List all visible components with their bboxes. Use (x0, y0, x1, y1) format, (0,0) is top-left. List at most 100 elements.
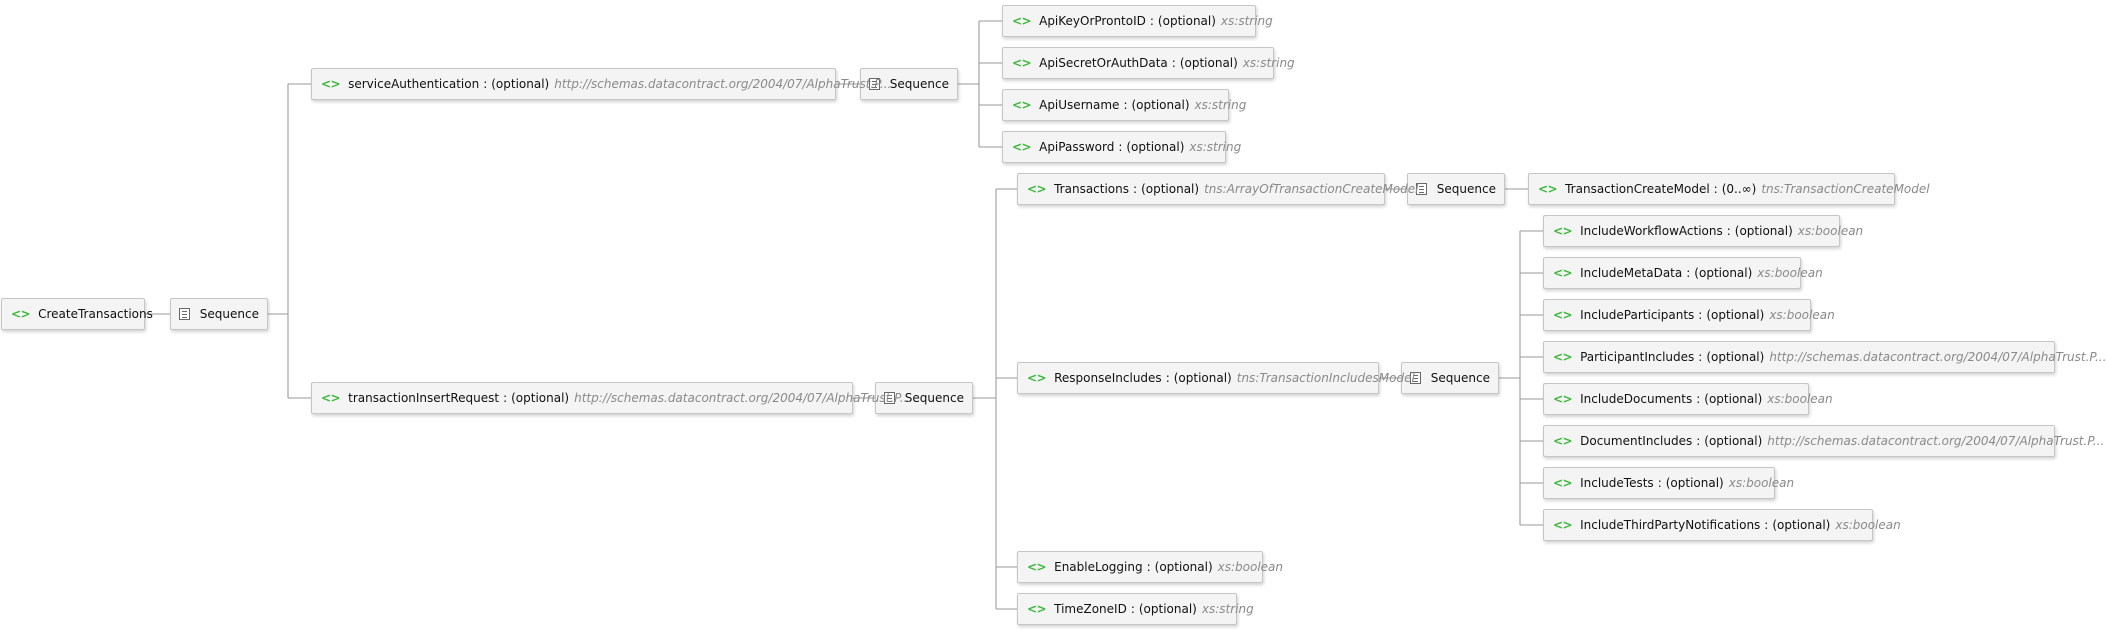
element-icon: <> (1027, 602, 1047, 616)
sequence-node-transaction-insert-request[interactable]: Sequence (875, 382, 973, 414)
separator: : (1118, 140, 1123, 154)
element-node-transaction-insert-request[interactable]: <> transactionInsertRequest:(optional)ht… (311, 382, 911, 414)
element-icon: <> (1553, 266, 1573, 280)
element-node-service-authentication[interactable]: <> serviceAuthentication:(optional)http:… (311, 68, 891, 100)
element-icon: <> (1553, 392, 1573, 406)
element-name: TimeZoneID (1054, 602, 1127, 616)
sequence-icon (1410, 372, 1421, 384)
element-node-api-password[interactable]: <> ApiPassword:(optional)xs:string (1002, 131, 1241, 163)
separator: : (1698, 350, 1703, 364)
element-node-timezone-id[interactable]: <> TimeZoneID:(optional)xs:string (1017, 593, 1254, 625)
element-occurrence: (optional) (1157, 14, 1216, 28)
element-icon: <> (1027, 560, 1047, 574)
element-node-include-documents[interactable]: <> IncludeDocuments:(optional) xs:boolean (1543, 383, 1833, 415)
element-name: CreateTransactions (38, 307, 153, 321)
element-occurrence: (optional) (1704, 434, 1763, 448)
element-type: xs:boolean (1769, 308, 1835, 322)
element-icon: <> (1012, 56, 1032, 70)
sequence-node-response-includes[interactable]: Sequence (1401, 362, 1499, 394)
element-occurrence: (optional) (1154, 560, 1213, 574)
element-name: DocumentIncludes (1580, 434, 1693, 448)
element-occurrence: (optional) (1179, 56, 1238, 70)
element-type: xs:string (1189, 140, 1242, 154)
element-icon: <> (1553, 350, 1573, 364)
element-name: ApiPassword (1039, 140, 1115, 154)
element-icon: <> (11, 307, 31, 321)
element-type: tns:ArrayOfTransactionCreateModel (1204, 182, 1419, 196)
separator: : (1686, 266, 1691, 280)
element-type: xs:string (1242, 56, 1295, 70)
element-type: xs:boolean (1217, 560, 1284, 574)
separator: : (483, 77, 488, 91)
sequence-icon (869, 78, 880, 90)
element-name: IncludeDocuments (1580, 392, 1693, 406)
element-name: TransactionCreateModel (1565, 182, 1710, 196)
element-node-enable-logging[interactable]: <> EnableLogging:(optional)xs:boolean (1017, 551, 1283, 583)
element-icon: <> (1012, 98, 1032, 112)
element-node-include-meta-data[interactable]: <> IncludeMetaData:(optional) xs:boolean (1543, 257, 1823, 289)
separator: : (1657, 476, 1662, 490)
element-icon: <> (1012, 140, 1032, 154)
element-type: xs:string (1220, 14, 1273, 28)
element-icon: <> (1012, 14, 1032, 28)
element-name: IncludeParticipants (1580, 308, 1695, 322)
element-icon: <> (1553, 434, 1573, 448)
element-icon: <> (1553, 308, 1573, 322)
element-name: IncludeWorkflowActions (1580, 224, 1723, 238)
element-type: xs:boolean (1757, 266, 1823, 280)
sequence-node-root[interactable]: Sequence (170, 298, 268, 330)
separator: : (1696, 434, 1701, 448)
element-node-create-transactions[interactable]: <> CreateTransactions (1, 298, 153, 330)
sequence-icon (179, 308, 190, 320)
separator: : (1123, 98, 1128, 112)
sequence-node-service-authentication[interactable]: Sequence (860, 68, 958, 100)
sequence-label: Sequence (1430, 371, 1490, 385)
element-node-transactions[interactable]: <> Transactions:(optional)tns:ArrayOfTra… (1017, 173, 1419, 205)
element-icon: <> (1553, 224, 1573, 238)
element-node-api-key[interactable]: <> ApiKeyOrProntoID:(optional)xs:string (1002, 5, 1273, 37)
separator: : (1696, 392, 1701, 406)
element-node-api-secret[interactable]: <> ApiSecretOrAuthData:(optional)xs:stri… (1002, 47, 1295, 79)
element-icon: <> (321, 77, 341, 91)
element-type: xs:boolean (1728, 476, 1795, 490)
element-node-include-third-party-notifications[interactable]: <> IncludeThirdPartyNotifications:(optio… (1543, 509, 1901, 541)
element-node-document-includes[interactable]: <> DocumentIncludes:(optional)http://sch… (1543, 425, 2104, 457)
element-type: xs:boolean (1767, 392, 1833, 406)
element-node-transaction-create-model[interactable]: <> TransactionCreateModel:(0..∞)tns:Tran… (1528, 173, 1930, 205)
separator: : (1165, 371, 1170, 385)
element-occurrence: (optional) (491, 77, 550, 91)
element-node-include-tests[interactable]: <> IncludeTests:(optional)xs:boolean (1543, 467, 1794, 499)
element-name: ApiUsername (1039, 98, 1120, 112)
element-occurrence: (optional) (1131, 98, 1190, 112)
element-name: IncludeMetaData (1580, 266, 1683, 280)
element-occurrence: (optional) (1772, 518, 1831, 532)
element-occurrence: (optional) (1665, 476, 1724, 490)
element-occurrence: (optional) (1734, 224, 1793, 238)
element-icon: <> (1538, 182, 1558, 196)
sequence-label: Sequence (904, 391, 964, 405)
element-node-participant-includes[interactable]: <> ParticipantIncludes:(optional)http://… (1543, 341, 2106, 373)
element-type: http://schemas.datacontract.org/2004/07/… (574, 391, 912, 405)
element-type: xs:boolean (1797, 224, 1864, 238)
element-node-response-includes[interactable]: <> ResponseIncludes:(optional)tns:Transa… (1017, 362, 1415, 394)
separator: : (1149, 14, 1154, 28)
sequence-label: Sequence (889, 77, 949, 91)
separator: : (1171, 56, 1176, 70)
element-occurrence: (optional) (1704, 392, 1763, 406)
separator: : (1764, 518, 1769, 532)
separator: : (1698, 308, 1703, 322)
sequence-icon (1416, 183, 1427, 195)
element-name: ParticipantIncludes (1580, 350, 1695, 364)
element-node-api-username[interactable]: <> ApiUsername:(optional) xs:string (1002, 89, 1246, 121)
element-node-include-workflow-actions[interactable]: <> IncludeWorkflowActions:(optional)xs:b… (1543, 215, 1863, 247)
element-occurrence: (optional) (1694, 266, 1753, 280)
element-name: serviceAuthentication (348, 77, 480, 91)
element-occurrence: (optional) (1706, 350, 1765, 364)
element-name: IncludeTests (1580, 476, 1654, 490)
element-type: xs:string (1194, 98, 1247, 112)
element-node-include-participants[interactable]: <> IncludeParticipants:(optional) xs:bool… (1543, 299, 1835, 331)
element-icon: <> (1027, 182, 1047, 196)
sequence-node-transactions[interactable]: Sequence (1407, 173, 1505, 205)
element-name: IncludeThirdPartyNotifications (1580, 518, 1761, 532)
element-occurrence: (optional) (1706, 308, 1765, 322)
